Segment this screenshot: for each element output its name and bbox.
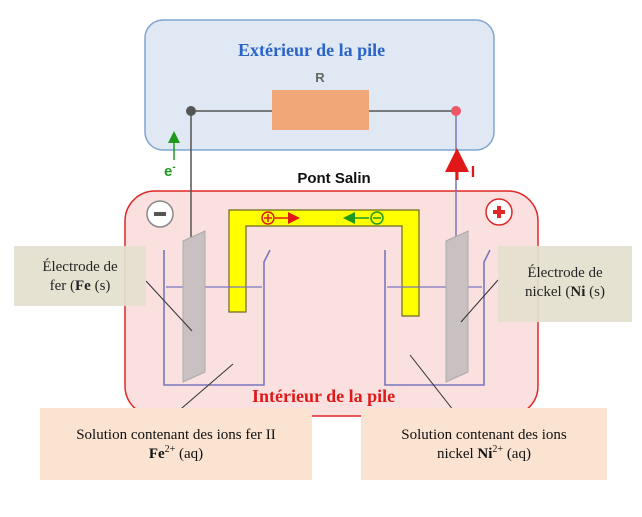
salt-bridge-label: Pont Salin — [297, 170, 371, 187]
pointer-nickel-electrode — [460, 279, 499, 323]
nickel-electrode-line2: nickel (Ni (s) — [498, 283, 632, 302]
nickel-solution-prefix: nickel — [437, 446, 478, 462]
nickel-solution-label: Solution contenant des ions nickel Ni2+ … — [361, 408, 607, 480]
nickel-electrode-prefix: nickel ( — [525, 284, 571, 300]
iron-solution-line1: Solution contenant des ions fer II — [76, 427, 276, 443]
iron-solution-ion: Fe — [148, 446, 165, 462]
pointer-iron-solution — [174, 363, 234, 415]
iron-electrode-prefix: fer ( — [49, 278, 75, 294]
anion-icon — [370, 211, 384, 225]
iron-electrode — [182, 230, 206, 383]
iron-solution-line2: Fe2+ (aq) — [40, 445, 312, 464]
iron-electrode-suffix: (s) — [90, 278, 111, 294]
electron-sign: - — [172, 162, 176, 173]
current-label: I — [470, 164, 476, 181]
node-right — [451, 106, 461, 116]
iron-electrode-element: Fe — [75, 278, 91, 294]
nickel-solution-ion: Ni — [477, 446, 493, 462]
right-beaker — [384, 249, 491, 386]
nickel-solution-line1: Solution contenant des ions — [401, 427, 567, 443]
iron-solution-label: Solution contenant des ions fer II Fe2+ … — [40, 408, 312, 480]
exterior-box — [144, 19, 495, 151]
iron-electrode-line1: Électrode de — [42, 259, 118, 275]
nickel-solution-state: (aq) — [503, 446, 531, 462]
electron-symbol: e — [164, 163, 173, 180]
exterior-title: Extérieur de la pile — [238, 40, 386, 60]
node-left — [186, 106, 196, 116]
iron-electrode-line2: fer (Fe (s) — [14, 277, 146, 296]
negative-sign-bar — [154, 212, 166, 216]
resistor — [272, 90, 369, 130]
positive-sign-v — [497, 206, 501, 218]
left-beaker — [163, 249, 271, 386]
nickel-electrode-element: Ni — [570, 284, 586, 300]
electron-label: e- — [164, 162, 188, 181]
cation-icon — [261, 211, 275, 225]
pointer-iron-electrode — [145, 280, 193, 332]
nickel-electrode-line1: Électrode de — [527, 265, 603, 281]
nickel-solution-line2: nickel Ni2+ (aq) — [361, 445, 607, 464]
iron-solution-state: (aq) — [175, 446, 204, 462]
nickel-electrode-label: Électrode de nickel (Ni (s) — [498, 246, 632, 322]
nickel-electrode — [445, 230, 469, 383]
iron-solution-charge: 2+ — [164, 444, 176, 455]
nickel-solution-charge: 2+ — [492, 444, 504, 455]
salt-bridge — [228, 209, 420, 317]
iron-electrode-label: Électrode de fer (Fe (s) — [14, 246, 146, 306]
resistor-label: R — [315, 70, 325, 85]
interior-title: Intérieur de la pile — [252, 386, 396, 406]
nickel-electrode-suffix: (s) — [585, 284, 605, 300]
